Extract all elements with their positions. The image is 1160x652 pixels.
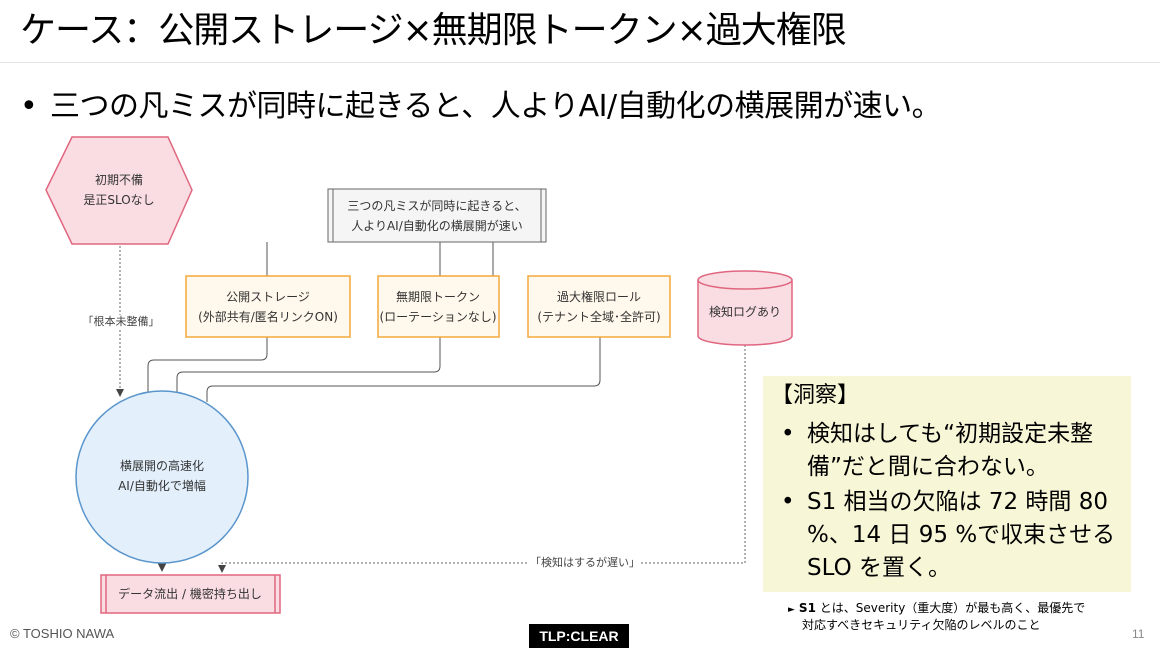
insight-item: • 検知はしても“初期設定未整備”だと間に合わない。 [781,418,1121,484]
outcome-node-label: データ流出 / 機密持ち出し [118,587,262,601]
hexagon-label-line1: 初期不備 [94,173,144,187]
connector-log-outcome [218,345,746,573]
insight-heading: 【洞察】 [771,383,860,408]
hexagon-label-line2: 是正SLOなし [83,193,155,207]
footnote-term: S1 [798,601,816,615]
footnote-line1: とは、Severity（重大度）が最も高く、最優先で [815,601,1086,615]
connector-token-circle [176,337,441,402]
top-box-node [327,188,547,243]
outcome-node [100,574,281,614]
title-divider [0,62,1160,63]
copyright: © TOSHIO NAWA [10,626,115,641]
role-label-line2: (テナント全域･全許可) [537,310,661,324]
insight-item: • S1 相当の欠陥は 72 時間 80 %、14 日 95 %で収束させる SL… [781,486,1121,585]
insight-item-text: S1 相当の欠陥は 72 時間 80 %、14 日 95 %で収束させる SLO… [807,489,1116,581]
slide-title: ケース：公開ストレージ×無期限トークン×過大権限 [20,10,847,51]
circle-label-line1: 横展開の高速化 [119,459,205,473]
edge-label-late: 「検知はするが遅い」 [529,556,641,570]
hexagon-node [45,136,193,245]
connector-lines [147,242,601,402]
slide-bullet: •三つの凡ミスが同時に起きると、人よりAI/自動化の横展開が速い。 [20,89,942,124]
storage-node-label: 公開ストレージ (外部共有/匿名リンクON) [198,287,338,327]
storage-node [185,275,351,338]
token-node [377,275,500,338]
dotted-connectors [116,246,746,573]
log-cylinder-node [697,270,793,346]
footnote: ►S1 とは、Severity（重大度）が最も高く、最優先で 対応すべきセキュリ… [788,601,1085,633]
connector-role-circle [206,337,601,402]
circle-label-line2: AI/自動化で増幅 [118,479,206,493]
token-label-line2: (ローテーションなし) [379,310,497,324]
insight-box: 【洞察】 • 検知はしても“初期設定未整備”だと間に合わない。 • S1 相当の欠陥… [763,376,1131,592]
role-node-label: 過大権限ロール (テナント全域･全許可) [537,287,660,327]
tlp-badge: TLP:CLEAR [529,624,629,648]
token-label-line1: 無期限トークン [395,290,480,304]
token-node-label: 無期限トークン (ローテーションなし) [379,287,496,327]
log-node-label: 検知ログあり [708,305,782,319]
footnote-marker: ► [788,605,795,615]
role-node [527,275,671,338]
insight-bullet-mark: • [781,489,795,515]
insight-list: • 検知はしても“初期設定未整備”だと間に合わない。 • S1 相当の欠陥は 72 … [781,418,1121,587]
insight-item-text: 検知はしても“初期設定未整備”だと間に合わない。 [807,421,1094,480]
storage-label-line1: 公開ストレージ [226,290,310,304]
role-label-line1: 過大権限ロール [556,290,641,304]
circle-node-label: 横展開の高速化 AI/自動化で増幅 [118,456,206,496]
footnote-line2: 対応すべきセキュリティ欠陥のレベルのこと [802,618,1041,632]
top-box-label-line1: 三つの凡ミスが同時に起きると、 [347,199,527,213]
insight-bullet-mark: • [781,421,795,447]
slide-bullet-text: 三つの凡ミスが同時に起きると、人よりAI/自動化の横展開が速い。 [50,89,942,124]
connector-storage-circle [147,337,268,402]
circle-node [75,390,249,564]
hexagon-node-label: 初期不備 是正SLOなし [83,170,154,210]
page-number: 11 [1132,627,1145,641]
top-box-label: 三つの凡ミスが同時に起きると、 人よりAI/自動化の横展開が速い [347,196,526,236]
storage-label-line2: (外部共有/匿名リンクON) [198,310,338,324]
edge-label-root: 「根本未整備」 [81,315,161,329]
top-box-label-line2: 人よりAI/自動化の横展開が速い [351,219,523,233]
